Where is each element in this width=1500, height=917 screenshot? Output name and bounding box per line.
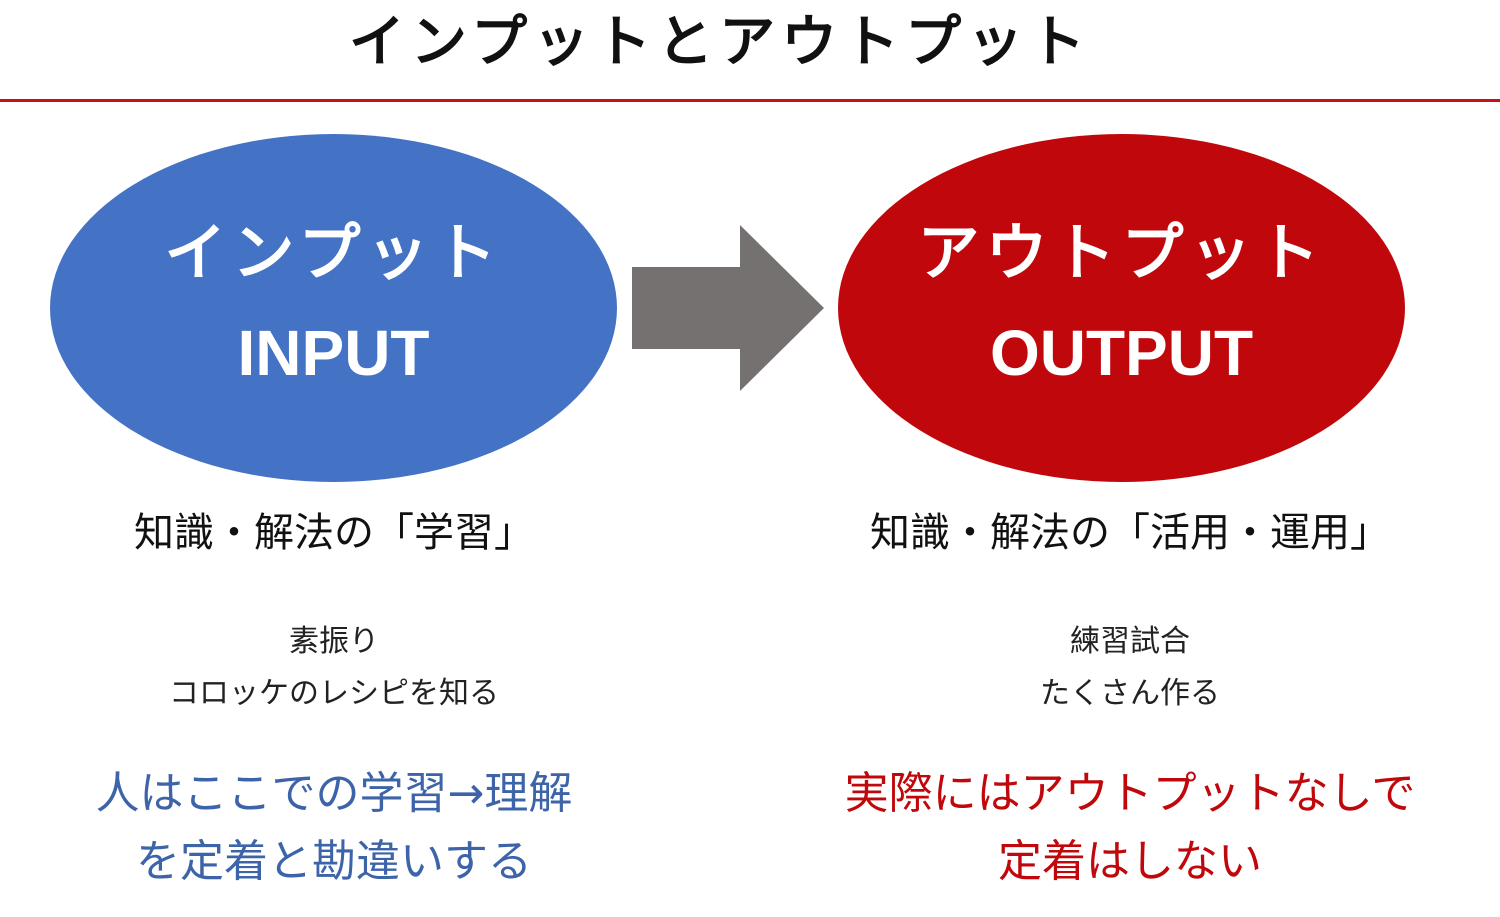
right-arrow-icon [632,225,824,391]
output-note-line: 実際にはアウトプットなしで [844,768,1416,819]
output-example: たくさん作る [1040,676,1220,711]
input-note-line: を定着と勘違いする [136,836,532,887]
input-label-en: INPUT [237,317,430,389]
output-label-en: OUTPUT [989,317,1254,389]
page-title: インプットとアウトプット [348,10,1092,75]
output-examples: 練習試合 たくさん作る [760,616,1500,720]
output-note-line: 定着はしない [998,836,1262,887]
input-example: 素振り [289,624,379,659]
output-label-jp: アウトプット [917,216,1326,289]
input-note: 人はここでの学習→理解 を定着と勘違いする [0,760,668,896]
input-example: コロッケのレシピを知る [169,676,499,711]
input-subheading: 知識・解法の「学習」 [134,510,534,556]
output-note: 実際にはアウトプットなしで 定着はしない [760,760,1500,896]
output-example: 練習試合 [1070,624,1190,659]
input-note-line: 人はここでの学習→理解 [95,768,573,819]
title-divider [0,99,1500,102]
input-label-jp: インプット [164,216,503,289]
output-ellipse: アウトプット OUTPUT [838,134,1405,482]
output-subheading: 知識・解法の「活用・運用」 [870,510,1390,556]
input-ellipse: インプット INPUT [50,134,617,482]
input-examples: 素振り コロッケのレシピを知る [0,616,668,720]
